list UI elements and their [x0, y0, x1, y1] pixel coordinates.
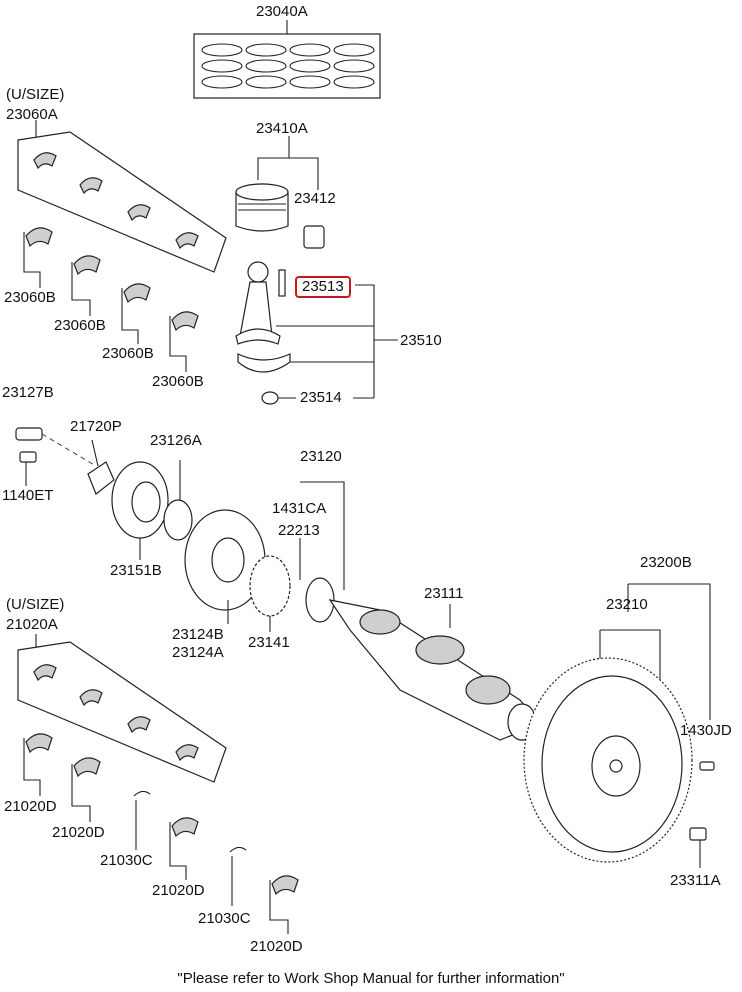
undersize-note-lower: (U/SIZE)	[6, 596, 65, 613]
connecting-rod	[235, 261, 398, 405]
part-label-23126A[interactable]: 23126A	[150, 432, 202, 449]
part-label-1430JD[interactable]: 1430JD	[680, 722, 732, 739]
part-label-21020A[interactable]: 21020A	[6, 616, 58, 633]
part-label-22213[interactable]: 22213	[278, 522, 320, 539]
part-label-23060B-3[interactable]: 23060B	[102, 345, 154, 362]
part-label-21020D-1[interactable]: 21020D	[4, 798, 57, 815]
pulley-group	[15, 427, 266, 624]
part-label-1140ET[interactable]: 1140ET	[2, 487, 54, 504]
part-label-23040A[interactable]: 23040A	[256, 3, 308, 20]
part-label-23200B[interactable]: 23200B	[640, 554, 692, 571]
part-label-21720P[interactable]: 21720P	[70, 418, 122, 435]
part-label-23060A[interactable]: 23060A	[6, 106, 58, 123]
part-label-23120[interactable]: 23120	[300, 448, 342, 465]
footer-note: "Please refer to Work Shop Manual for fu…	[177, 970, 565, 987]
piston-ring-set	[193, 20, 381, 99]
part-label-23410A[interactable]: 23410A	[256, 120, 308, 137]
part-label-23210[interactable]: 23210	[606, 596, 648, 613]
part-label-23111[interactable]: 23111	[424, 585, 464, 602]
part-label-23510[interactable]: 23510	[400, 332, 442, 349]
part-label-21020D-4[interactable]: 21020D	[250, 938, 303, 955]
lower-bearings	[23, 227, 199, 372]
part-label-23151B[interactable]: 23151B	[110, 562, 162, 579]
part-label-23412[interactable]: 23412	[294, 190, 336, 207]
part-label-21020D-3[interactable]: 21020D	[152, 882, 205, 899]
part-label-23513-highlighted[interactable]: 23513	[295, 276, 351, 298]
part-label-23060B-4[interactable]: 23060B	[152, 373, 204, 390]
flywheel	[523, 583, 715, 868]
part-label-21020D-2[interactable]: 21020D	[52, 824, 105, 841]
crankshaft-group	[249, 481, 541, 741]
part-label-23514[interactable]: 23514	[300, 389, 342, 406]
upper-bearing-set	[17, 120, 227, 273]
lower-bearing-set	[17, 634, 299, 934]
part-label-23311A[interactable]: 23311A	[670, 872, 721, 889]
part-label-23127B[interactable]: 23127B	[2, 384, 54, 401]
piston-assembly	[235, 136, 325, 249]
part-label-21030C-1[interactable]: 21030C	[100, 852, 153, 869]
part-label-1431CA[interactable]: 1431CA	[272, 500, 327, 517]
part-label-23124A[interactable]: 23124A	[172, 644, 224, 661]
part-label-23060B-2[interactable]: 23060B	[54, 317, 106, 334]
part-label-21030C-2[interactable]: 21030C	[198, 910, 251, 927]
part-label-23141[interactable]: 23141	[248, 634, 290, 651]
undersize-note: (U/SIZE)	[6, 86, 65, 103]
part-label-23124B[interactable]: 23124B	[172, 626, 224, 643]
part-label-23060B-1[interactable]: 23060B	[4, 289, 56, 306]
